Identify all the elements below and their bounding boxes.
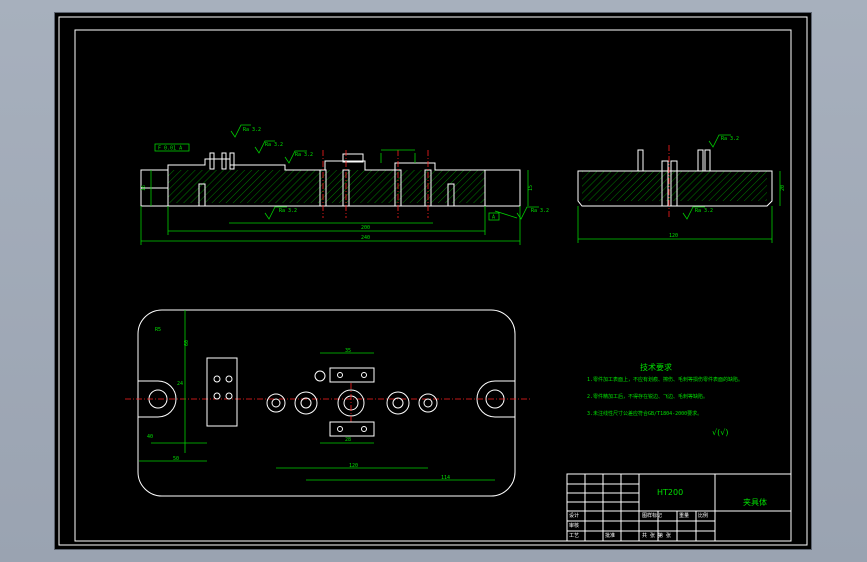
top-dim-24: 24 — [177, 381, 183, 387]
dim-total-length: 240 — [361, 235, 370, 241]
cad-drawing-viewport[interactable]: 240 200 16 15 F 0.01 A A Ra 3.2 Ra 3.2 R… — [55, 13, 811, 549]
top-dim-50: 50 — [173, 456, 179, 462]
tolerance-frame: F 0.01 A — [158, 146, 182, 152]
top-dim-height: 60 — [184, 340, 190, 346]
front-roughness-4: Ra 3.2 — [279, 208, 297, 214]
top-dim-35: 35 — [345, 348, 351, 354]
title-block: HT200 夹具体 设计 审核 工艺 批准 图样标记 重量 比例 共 张 第 张 — [566, 473, 792, 542]
dim-left-height: 16 — [141, 185, 147, 191]
side-roughness-1: Ra 3.2 — [721, 136, 739, 142]
scale-label: 比例 — [698, 512, 708, 519]
front-roughness-2: Ra 3.2 — [265, 142, 283, 148]
sheet-outer-border — [58, 16, 808, 546]
front-roughness-1: Ra 3.2 — [243, 127, 261, 133]
drawing-canvas: 240 200 16 15 F 0.01 A A Ra 3.2 Ra 3.2 R… — [58, 16, 808, 546]
part-name: 夹具体 — [743, 497, 767, 507]
top-dim-114: 114 — [441, 475, 450, 481]
sheet-inner-border — [74, 29, 792, 542]
count-label: 共 张 第 张 — [642, 532, 671, 539]
roughness-note: √(√) — [712, 428, 728, 437]
dim-inner-length: 200 — [361, 225, 370, 231]
technical-requirements: 技术要求 1.零件加工表面上，不应有划痕、擦伤、毛刺等损伤零件表面的缺陷。 2.… — [587, 362, 743, 437]
dim-right-height: 15 — [528, 185, 534, 191]
datum-label: A — [492, 215, 495, 221]
front-view: 240 200 16 15 F 0.01 A A Ra 3.2 Ra 3.2 R… — [140, 124, 549, 245]
top-view: 60 50 120 114 35 28 40 24 R5 — [125, 309, 530, 497]
front-roughness-5: Ra 3.2 — [531, 208, 549, 214]
approve-label: 批准 — [605, 532, 615, 539]
tech-req-item-2: 2.零件精加工后，不得存在锐边、飞边、毛刺等缺陷。 — [587, 393, 708, 400]
side-view: 120 20 Ra 3.2 Ra 3.2 — [577, 134, 786, 243]
tech-req-title: 技术要求 — [640, 362, 672, 372]
material-label: HT200 — [657, 488, 683, 497]
tech-req-item-1: 1.零件加工表面上，不应有划痕、擦伤、毛刺等损伤零件表面的缺陷。 — [587, 376, 743, 383]
checker-label: 审核 — [569, 522, 579, 529]
side-dim-width: 120 — [669, 233, 678, 239]
top-dim-radius: R5 — [155, 327, 161, 333]
process-label: 工艺 — [569, 533, 579, 539]
tech-req-item-3: 3.未注线性尺寸公差应符合GB/T1804-2000要求。 — [587, 410, 702, 417]
sheet-label: 图样标记 — [642, 512, 662, 519]
designer-label: 设计 — [569, 512, 579, 519]
top-dim-40: 40 — [147, 434, 153, 440]
weight-label: 重量 — [679, 512, 689, 519]
side-roughness-2: Ra 3.2 — [695, 208, 713, 214]
side-dim-height: 20 — [780, 185, 786, 191]
top-dim-120: 120 — [349, 463, 358, 469]
top-dim-28: 28 — [345, 437, 351, 443]
front-roughness-3: Ra 3.2 — [295, 152, 313, 158]
